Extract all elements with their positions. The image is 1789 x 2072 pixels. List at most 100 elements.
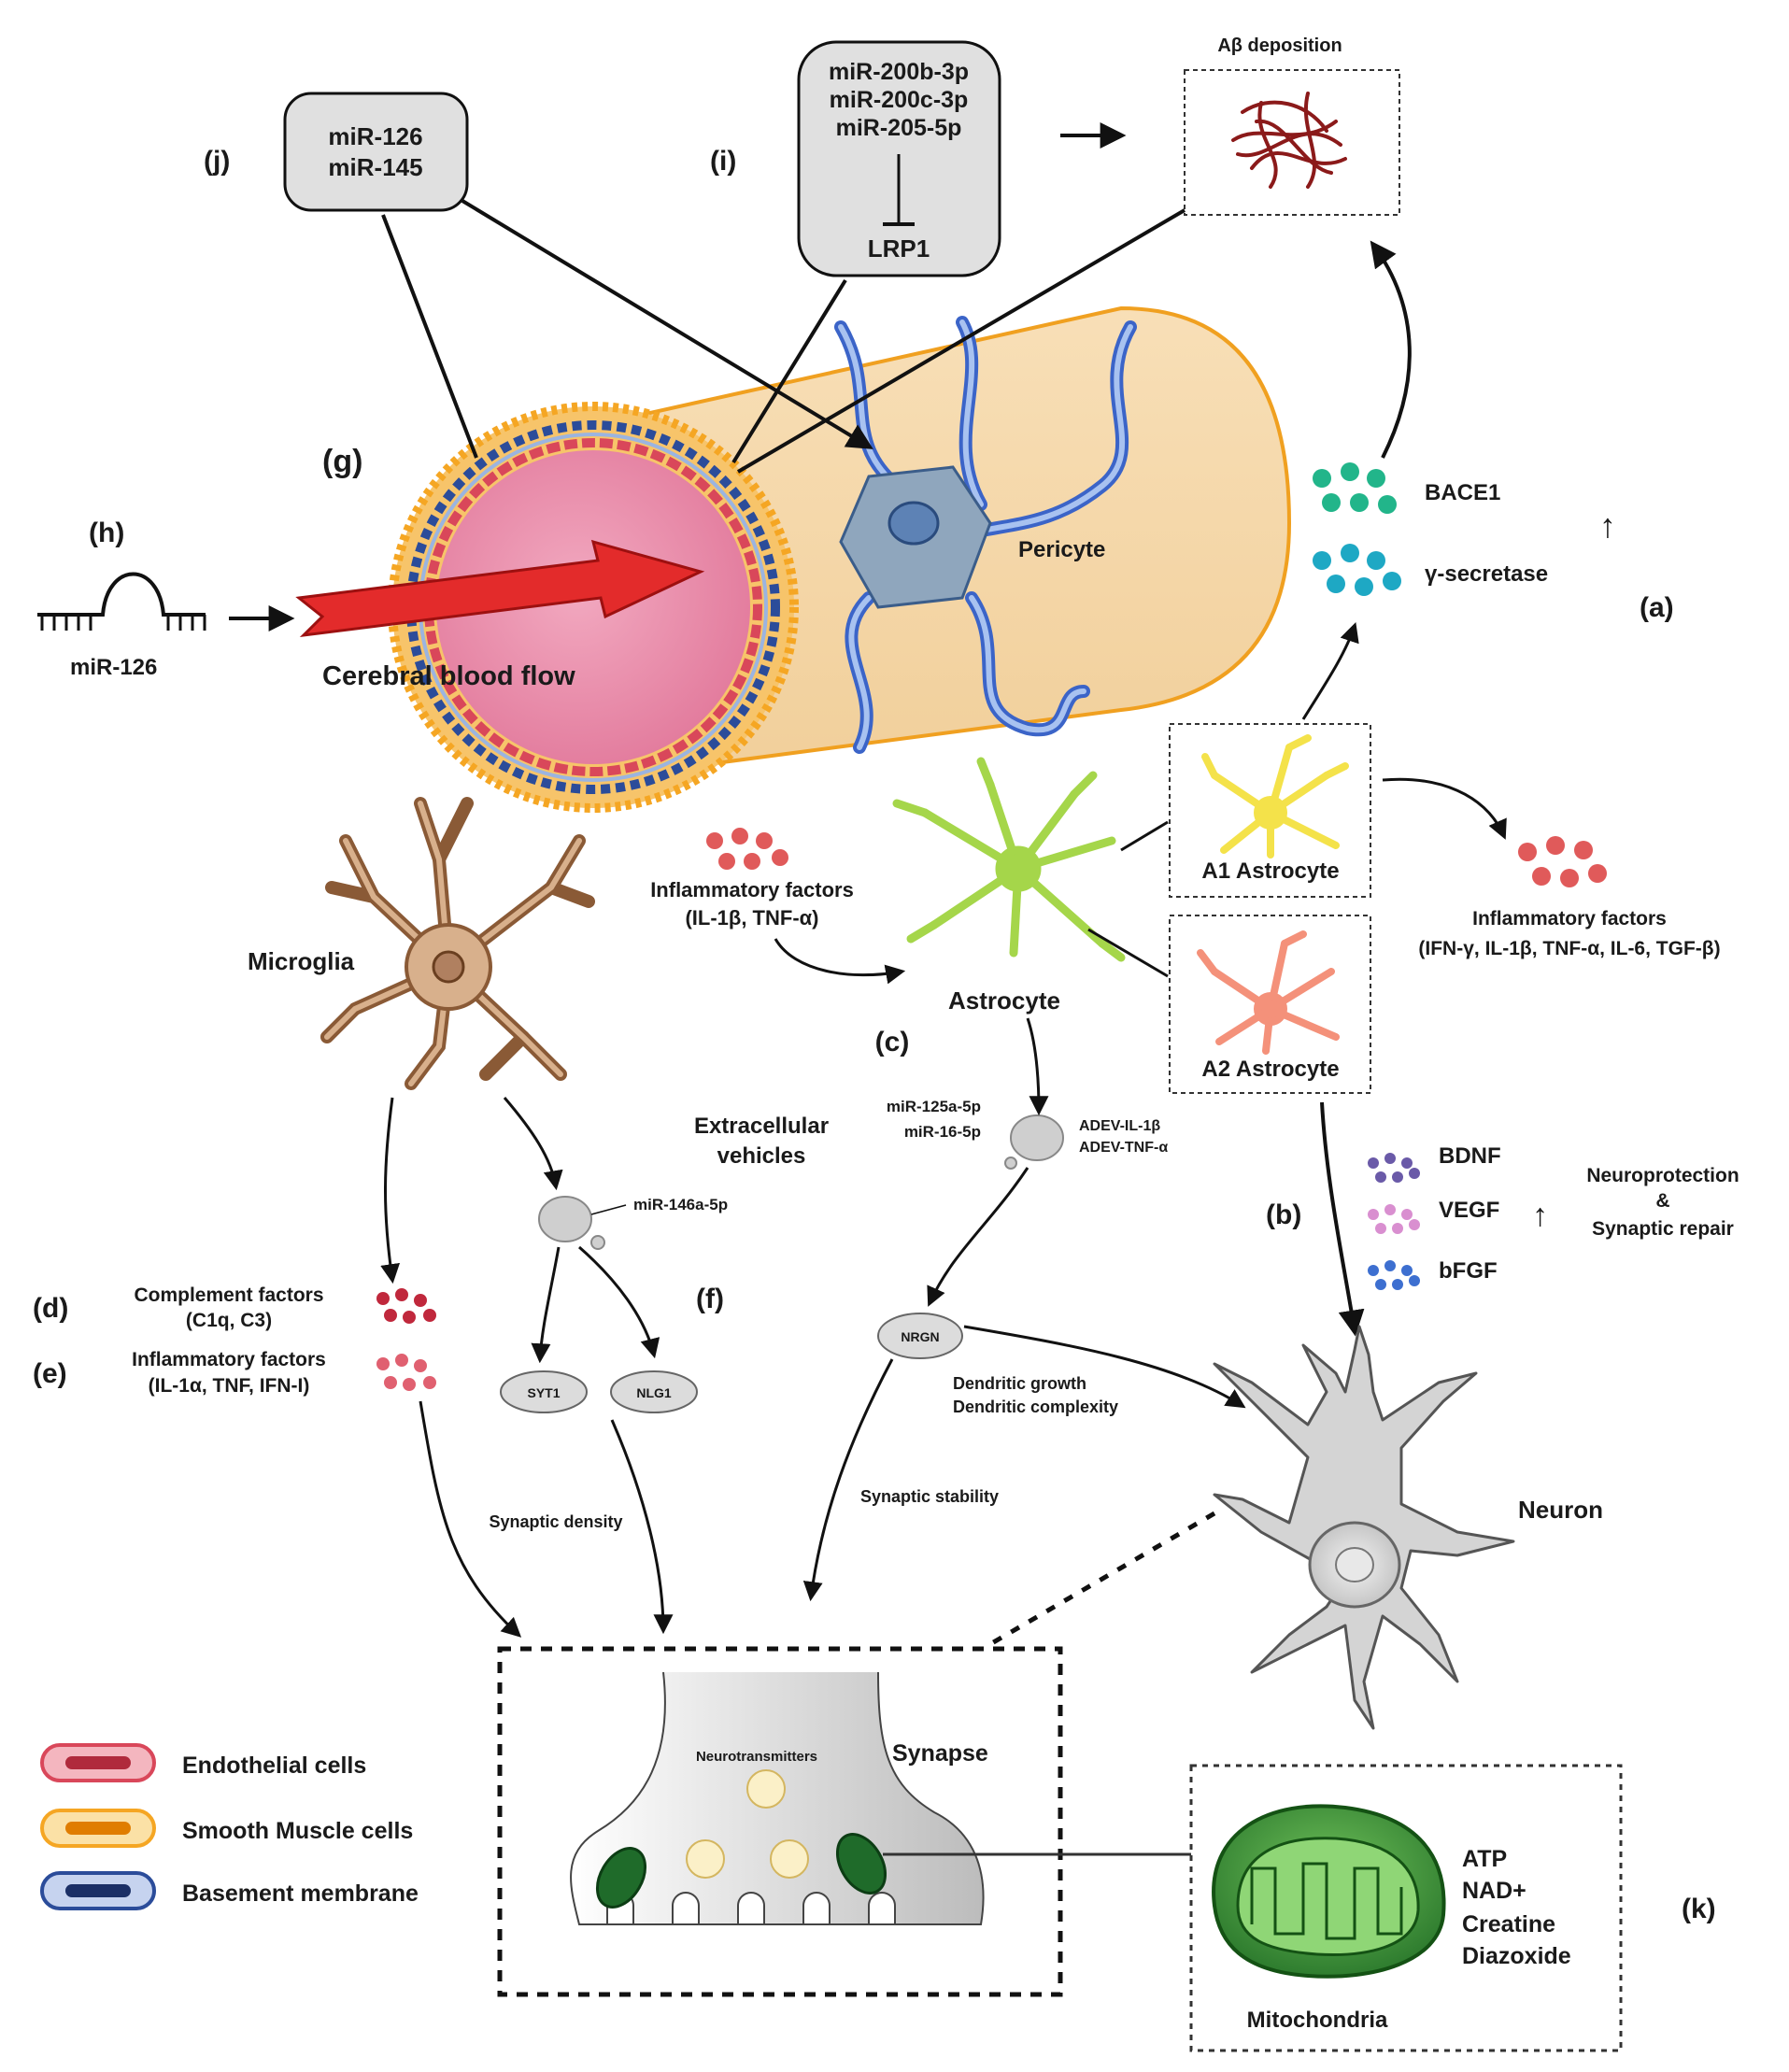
mir125-label: miR-125a-5p xyxy=(887,1098,981,1115)
astro-to-ev-arrow xyxy=(1026,1017,1049,1116)
astro-to-a1-line xyxy=(1120,820,1169,852)
mir146-label: miR-146a-5p xyxy=(633,1196,728,1213)
box-j-line1: miR-126 xyxy=(328,122,422,150)
inflam-micro-dots xyxy=(376,1354,436,1391)
panel-f-label: (f) xyxy=(696,1284,724,1314)
box-j-line2: miR-145 xyxy=(328,153,422,181)
dendritic-complexity-label: Dendritic complexity xyxy=(953,1398,1118,1416)
mir126-label: miR-126 xyxy=(70,655,157,680)
gamma-secretase-label: γ-secretase xyxy=(1425,561,1548,587)
neurotransmitters-label: Neurotransmitters xyxy=(696,1749,817,1765)
j-line-pericyte xyxy=(461,199,873,449)
astrocyte-label: Astrocyte xyxy=(948,986,1060,1015)
legend-item-basement: Basement membrane xyxy=(40,1871,419,1910)
pericyte-label: Pericyte xyxy=(1018,537,1105,562)
panel-c-label: (c) xyxy=(875,1027,910,1057)
bace1-label: BACE1 xyxy=(1425,480,1500,505)
lrp1-label: LRP1 xyxy=(868,234,930,263)
panel-a-label: (a) xyxy=(1640,592,1674,623)
neuroprotection-label: Neuroprotection xyxy=(1586,1165,1739,1186)
nlg1-to-synapse-arrow xyxy=(610,1419,674,1635)
ev-label1: Extracellular xyxy=(694,1114,829,1139)
box-i-line1: miR-200b-3p xyxy=(829,59,969,85)
syt1-label: SYT1 xyxy=(527,1385,560,1400)
panel-e-label: (e) xyxy=(33,1358,67,1389)
flow-label: Cerebral blood flow xyxy=(322,661,575,691)
a2-astrocyte-cell xyxy=(1197,930,1340,1055)
blood-vessel xyxy=(388,305,1292,813)
legend: Endothelial cells Smooth Muscle cells Ba… xyxy=(40,1743,419,1910)
mito-item-atp: ATP xyxy=(1462,1846,1507,1872)
a1-to-inflam-arrow xyxy=(1382,777,1507,840)
vegf-label: VEGF xyxy=(1439,1198,1499,1223)
ampersand-label: & xyxy=(1655,1190,1669,1212)
abeta-plaque xyxy=(1231,92,1347,189)
neuron-synapse-dotted-link xyxy=(988,1511,1216,1647)
bdnf-label: BDNF xyxy=(1439,1143,1501,1169)
synapse-mito-right xyxy=(835,1833,887,1895)
nrgn-oval xyxy=(877,1313,963,1359)
nlg1-oval xyxy=(610,1370,698,1413)
inflam-out-dots xyxy=(1518,836,1607,887)
box-j xyxy=(283,92,469,212)
mito-item-diazoxide: Diazoxide xyxy=(1462,1943,1571,1969)
blood-flow-arrow xyxy=(295,539,705,638)
inflam-in-sub: (IL-1β, TNF-α) xyxy=(685,906,818,930)
inflam-out-title: Inflammatory factors xyxy=(1472,908,1667,930)
a1-label: A1 Astrocyte xyxy=(1201,859,1339,884)
mito-title: Mitochondria xyxy=(1247,2008,1388,2033)
inflam-in-title: Inflammatory factors xyxy=(650,878,854,901)
nrgn-to-synapse-arrow xyxy=(802,1358,894,1602)
panel-b-label: (b) xyxy=(1266,1199,1301,1230)
abeta-title: Aβ deposition xyxy=(1217,35,1342,56)
ev-to-nrgn-arrow xyxy=(927,1167,1029,1307)
panel-g-label: (g) xyxy=(322,444,362,479)
inflam-in-arrow xyxy=(774,938,906,985)
inflam-in-dots xyxy=(706,828,788,870)
synapse-mito-left xyxy=(595,1847,647,1909)
microglia-to-ev-arrow xyxy=(503,1097,563,1191)
up-arrow-enzymes: ↑ xyxy=(1599,506,1616,545)
panel-j-label: (j) xyxy=(204,146,230,177)
synaptic-density-label: Synaptic density xyxy=(489,1512,622,1531)
microglia-label: Microglia xyxy=(248,947,355,975)
box-i-line3: miR-205-5p xyxy=(836,115,962,141)
panel-d-label: (d) xyxy=(33,1293,68,1324)
neuron-label: Neuron xyxy=(1518,1496,1603,1524)
bace1-dots xyxy=(1313,462,1397,514)
enzyme-to-abeta-arrow xyxy=(1370,240,1412,459)
bdnf-dots xyxy=(1368,1153,1420,1183)
vesicles xyxy=(686,1769,809,1879)
box-i-line2: miR-200c-3p xyxy=(830,87,969,113)
abeta-to-vessel-line xyxy=(736,208,1186,474)
ev-label2: vehicles xyxy=(717,1143,806,1169)
legend-item-smooth-muscle: Smooth Muscle cells xyxy=(40,1809,413,1848)
panel-k-label: (k) xyxy=(1682,1894,1716,1924)
synaptic-stability-label: Synaptic stability xyxy=(860,1487,999,1506)
adev1-label: ADEV-IL-1β xyxy=(1079,1118,1160,1134)
svg-text:Basement membrane: Basement membrane xyxy=(182,1880,419,1907)
complement-dots xyxy=(376,1288,436,1324)
abeta-box xyxy=(1184,69,1400,216)
astrocyte-cell xyxy=(892,757,1126,962)
gamma-secretase-dots xyxy=(1313,544,1401,596)
micro-to-synapse-arrow xyxy=(419,1400,522,1638)
svg-text:Endothelial cells: Endothelial cells xyxy=(182,1753,366,1779)
dendritic-growth-label: Dendritic growth xyxy=(953,1374,1086,1393)
a1-to-enzyme-arrow xyxy=(1301,622,1359,720)
vessel-lumen xyxy=(436,450,750,764)
nlg1-label: NLG1 xyxy=(636,1385,672,1400)
microglia-to-complement-arrow xyxy=(380,1097,401,1284)
mito-item-creatine: Creatine xyxy=(1462,1911,1555,1937)
panel-h-label: (h) xyxy=(89,518,124,548)
complement-sub: (C1q, C3) xyxy=(186,1310,272,1331)
microglia-ev xyxy=(538,1196,592,1242)
synapse-label: Synapse xyxy=(892,1740,988,1767)
inflam-out-sub: (IFN-γ, IL-1β, TNF-α, IL-6, TGF-β) xyxy=(1418,938,1720,959)
nrgn-to-neuron-arrow xyxy=(963,1325,1246,1409)
pericyte-cell xyxy=(834,316,1137,754)
synaptic-repair-label: Synaptic repair xyxy=(1592,1218,1734,1240)
a2-box xyxy=(1169,915,1371,1094)
j-line-vessel xyxy=(381,214,478,459)
